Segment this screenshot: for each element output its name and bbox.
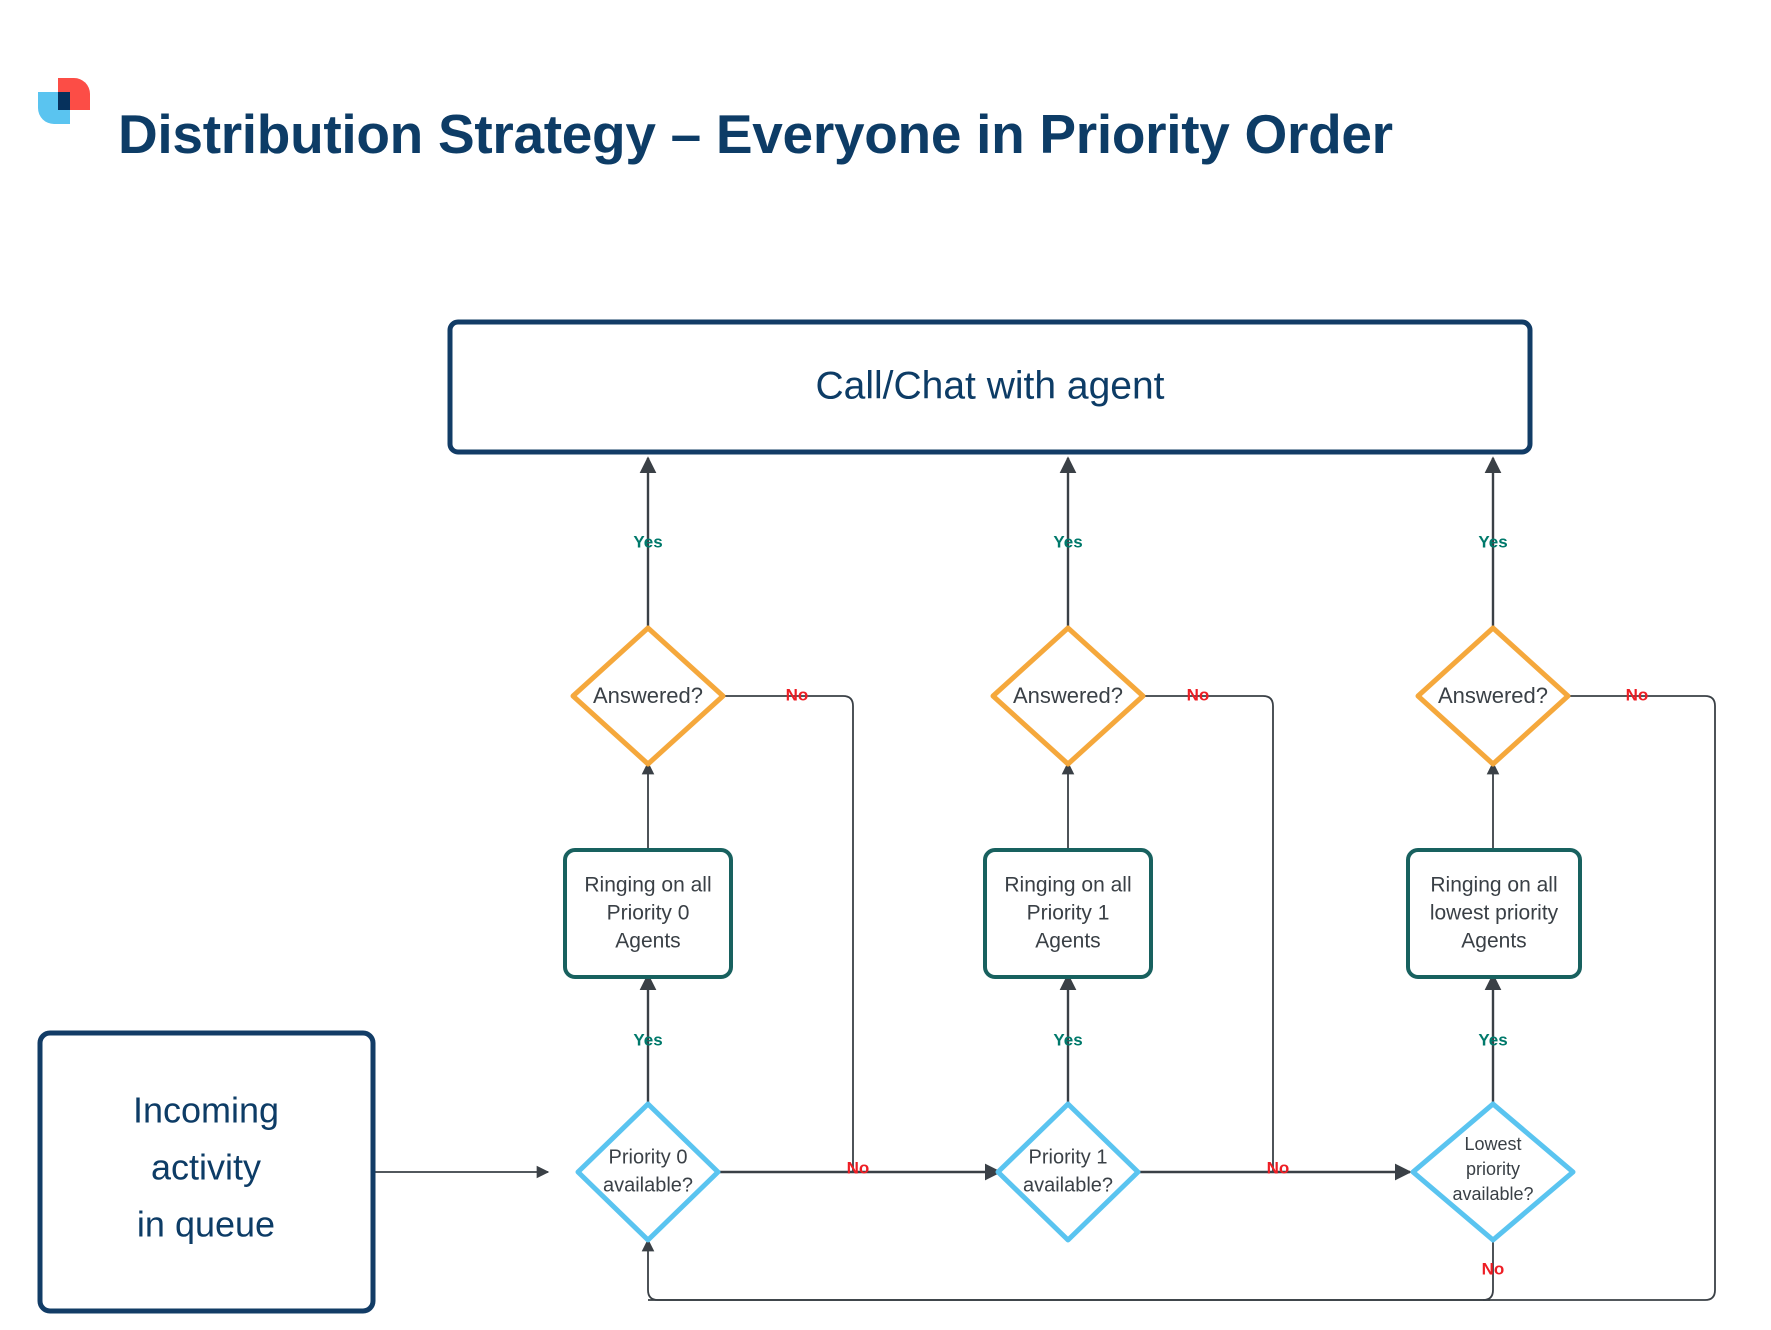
ringing-low-box-shape [1406,848,1582,979]
ringing-1-line1: Ringing on all [1004,874,1131,897]
answered-1-label: Answered? [1013,683,1123,708]
label-no-ans0: No [786,685,809,704]
node-lowest-priority-available[interactable]: Lowest priority available? [1410,1101,1576,1243]
ringing-0-line2: Priority 0 [607,902,690,925]
label-yes-anslow-to-end: Yes [1478,532,1507,551]
answered-0-diamond-shape [570,625,726,767]
label-no-anslow: No [1626,685,1649,704]
answered-low-label: Answered? [1438,683,1548,708]
answered-0-label: Answered? [593,683,703,708]
lowest-priority-line1: Lowest [1464,1134,1521,1154]
edge-anslow-no [648,695,1716,1301]
ringing-low-line3: Agents [1461,930,1526,953]
edge-ans0-no [723,695,854,1172]
start-box-line3: in queue [137,1204,275,1245]
page-title: Distribution Strategy – Everyone in Prio… [118,103,1393,165]
label-yes-ans0-to-end: Yes [633,532,662,551]
start-box-line2: activity [151,1147,261,1188]
ringing-1-line2: Priority 1 [1027,902,1110,925]
node-answered-priority-1[interactable]: Answered? [990,625,1146,767]
end-box-shape [447,319,1533,455]
logo-navy-square [58,92,70,110]
ringing-1-box-shape [983,848,1153,979]
node-ringing-priority-1[interactable]: Ringing on all Priority 1 Agents [983,848,1153,979]
node-call-chat-with-agent[interactable]: Call/Chat with agent [447,319,1533,455]
node-answered-lowest-priority[interactable]: Answered? [1415,625,1571,767]
priority-0-line2: available? [603,1174,693,1196]
ringing-0-line1: Ringing on all [584,874,711,897]
priority-0-diamond-shape [575,1101,721,1243]
ringing-low-line2: lowest priority [1430,902,1559,925]
end-box-label: Call/Chat with agent [815,364,1164,407]
node-ringing-priority-0[interactable]: Ringing on all Priority 0 Agents [563,848,733,979]
node-incoming-activity-in-queue[interactable]: Incoming activity in queue [37,1030,376,1314]
node-priority-1-available[interactable]: Priority 1 available? [995,1101,1141,1243]
label-yes-p1-to-ring1: Yes [1053,1030,1082,1049]
ringing-1-line3: Agents [1035,930,1100,953]
priority-1-line1: Priority 1 [1029,1146,1108,1168]
lowest-priority-line2: priority [1466,1159,1520,1179]
ringing-low-line1: Ringing on all [1430,874,1557,897]
label-no-plow-avail: No [1482,1259,1505,1278]
lowest-priority-line3: available? [1452,1184,1533,1204]
ringing-0-box-shape [563,848,733,979]
priority-1-diamond-shape [995,1101,1141,1243]
ringing-0-line3: Agents [615,930,680,953]
start-box-line1: Incoming [133,1090,279,1131]
edge-ans1-no [1143,695,1274,1172]
label-no-p1-avail: No [1267,1158,1290,1177]
lowest-priority-diamond-shape [1410,1101,1576,1243]
answered-low-diamond-shape [1415,625,1571,767]
start-box-shape [37,1030,376,1314]
node-priority-0-available[interactable]: Priority 0 available? [575,1101,721,1243]
node-answered-priority-0[interactable]: Answered? [570,625,726,767]
priority-1-line2: available? [1023,1174,1113,1196]
answered-1-diamond-shape [990,625,1146,767]
label-yes-p0-to-ring0: Yes [633,1030,662,1049]
label-no-p0-avail: No [847,1158,870,1177]
edge-bottom-return-to-p0 [641,1238,1490,1301]
brand-logo [38,78,90,124]
label-yes-plow-to-ringlow: Yes [1478,1030,1507,1049]
node-ringing-lowest-priority[interactable]: Ringing on all lowest priority Agents [1406,848,1582,979]
label-yes-ans1-to-end: Yes [1053,532,1082,551]
label-no-ans1: No [1187,685,1210,704]
priority-0-line1: Priority 0 [609,1146,688,1168]
